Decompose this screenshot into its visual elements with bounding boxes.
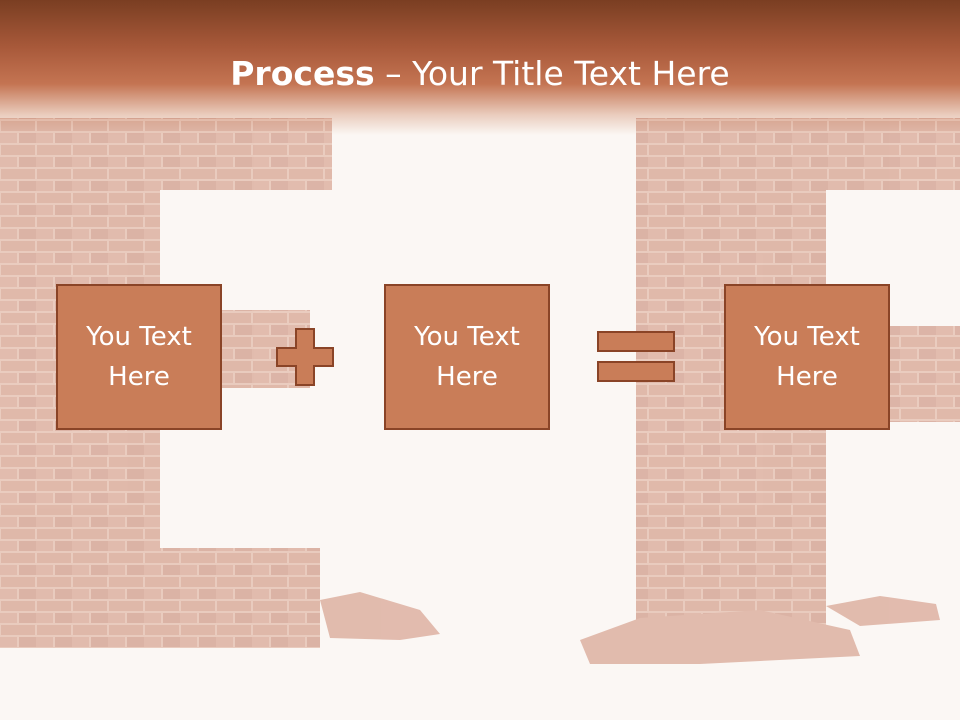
slide-title-strong: Process	[230, 54, 375, 93]
title-banner	[0, 0, 960, 135]
text-box-3-label: You Text Here	[754, 322, 860, 392]
right-rubble-2	[826, 596, 940, 626]
left-rubble	[320, 592, 440, 640]
text-box-1[interactable]: You Text Here	[56, 284, 222, 430]
right-rubble	[580, 610, 860, 664]
slide-title-rest: – Your Title Text Here	[374, 54, 730, 93]
text-box-1-label: You Text Here	[86, 322, 192, 392]
right-brick-stub	[890, 326, 960, 422]
slide-title: Process – Your Title Text Here	[0, 52, 960, 96]
plus-icon	[276, 328, 334, 386]
text-box-2[interactable]: You Text Here	[384, 284, 550, 430]
equals-icon	[597, 331, 675, 382]
text-box-3[interactable]: You Text Here	[724, 284, 890, 430]
text-box-2-label: You Text Here	[414, 322, 520, 392]
left-brick-base	[20, 548, 320, 648]
